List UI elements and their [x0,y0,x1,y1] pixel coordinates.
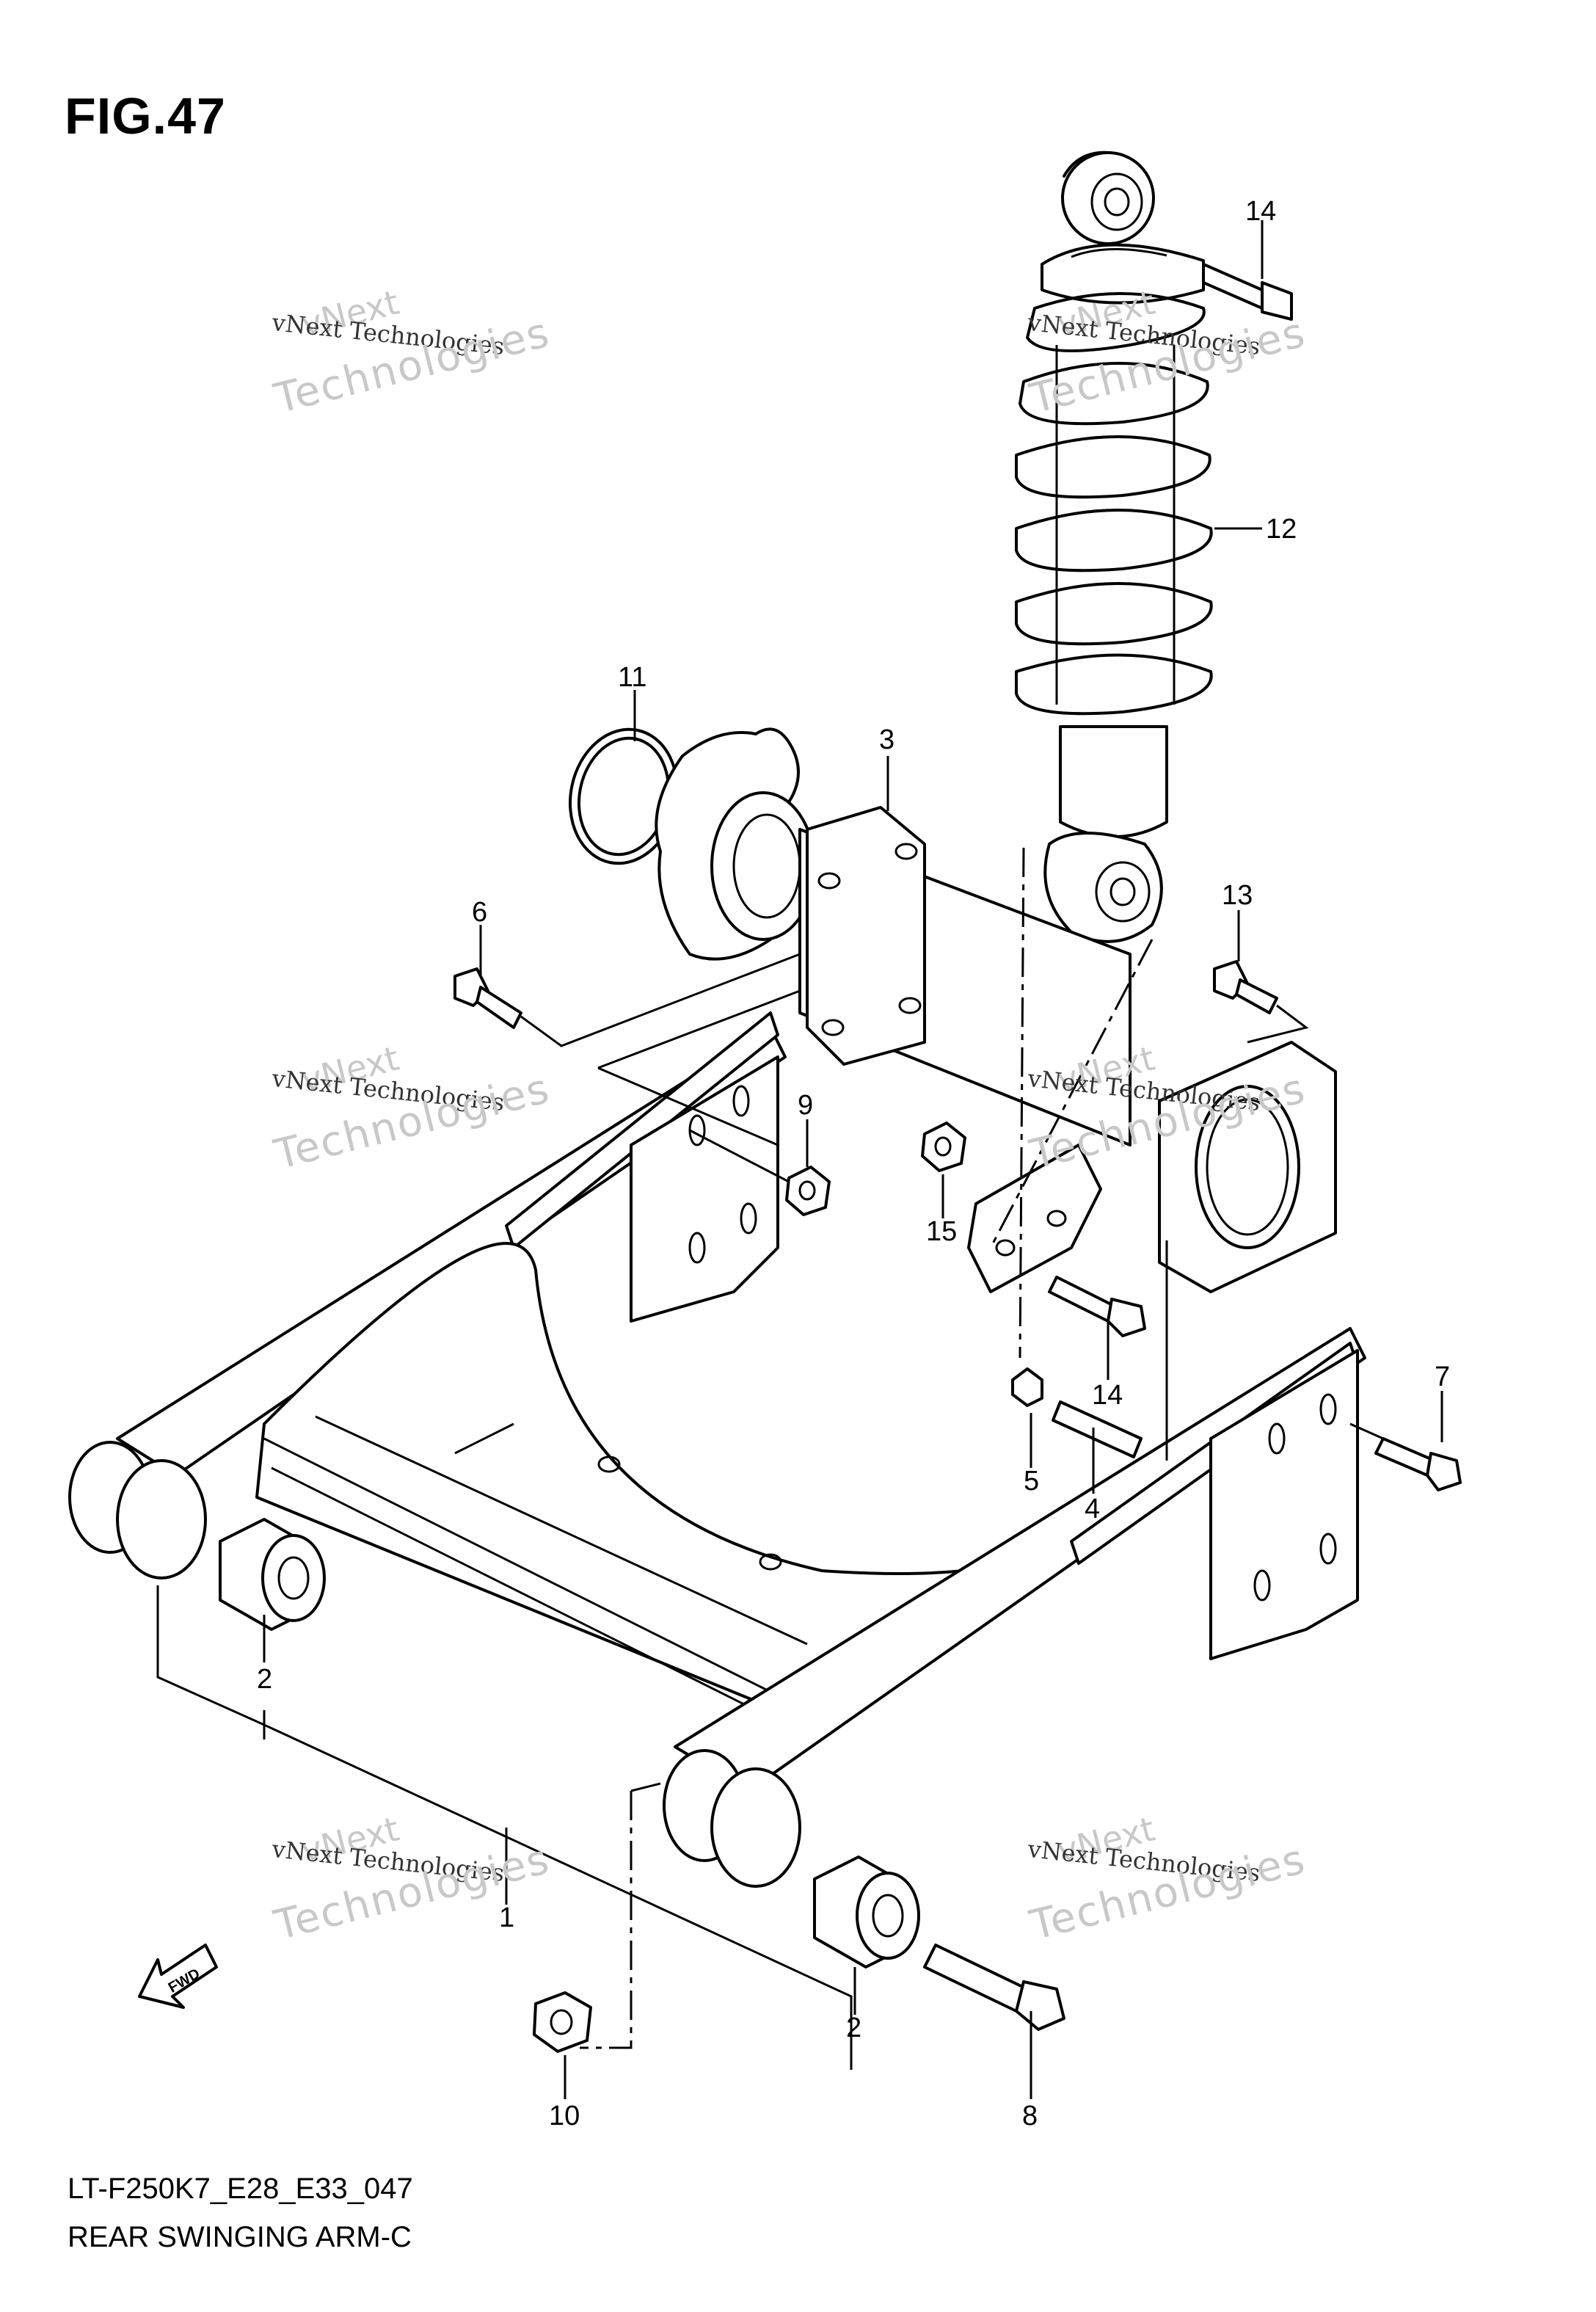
callout-15[interactable]: 15 [926,1216,957,1247]
callout-12[interactable]: 13 [1222,880,1253,911]
callout-13[interactable]: 12 [1266,514,1297,545]
callout-numbers: 14 12 11 3 6 13 9 15 14 5 4 7 2 1 2 10 8 [257,196,1450,2131]
callout-4[interactable]: 4 [1085,1494,1100,1524]
figure-title: FIG.47 [65,87,226,145]
pivot-bolt-9[interactable] [923,1944,1065,2031]
callout-3[interactable]: 3 [879,724,894,755]
callout-11[interactable]: 11 [618,662,646,693]
axle-housing[interactable] [655,727,1337,1293]
washer-5[interactable] [1011,1367,1043,1407]
bolt-12[interactable] [1213,960,1278,1014]
bolt-7[interactable] [1374,1437,1462,1491]
callout-6[interactable]: 6 [472,897,487,928]
section-title: REAR SWINGING ARM-C [68,2221,412,2253]
bolt-14-top[interactable] [1202,263,1293,321]
shock-absorber[interactable] [1015,150,1213,943]
callout-10[interactable]: 10 [549,2101,580,2131]
bolt-6[interactable] [453,967,522,1029]
callout-14-lower[interactable]: 14 [1092,1380,1123,1411]
bushing-right[interactable] [813,1855,920,1969]
callout-2-left[interactable]: 2 [257,1664,272,1695]
swing-arm[interactable] [68,1011,1366,1888]
stud-4[interactable] [1052,1400,1143,1458]
model-code: LT-F250K7_E28_E33_047 [68,2173,413,2205]
callout-2-right[interactable]: 2 [846,2013,861,2043]
callout-8[interactable]: 9 [798,1090,813,1121]
reference-lines [156,220,1443,2099]
nut-8[interactable] [785,1166,831,1216]
fwd-arrow: FWD [138,1944,218,2009]
callout-1[interactable]: 1 [499,1902,514,1933]
callout-7[interactable]: 7 [1435,1362,1450,1392]
callout-14-top[interactable]: 14 [1245,196,1276,227]
bushing-left[interactable] [219,1518,326,1631]
nut-15[interactable] [921,1122,966,1172]
nut-10[interactable] [533,1991,592,2053]
callout-9[interactable]: 8 [1022,2101,1038,2131]
bolt-14-lower[interactable] [1048,1276,1146,1337]
callout-5[interactable]: 5 [1024,1466,1039,1497]
